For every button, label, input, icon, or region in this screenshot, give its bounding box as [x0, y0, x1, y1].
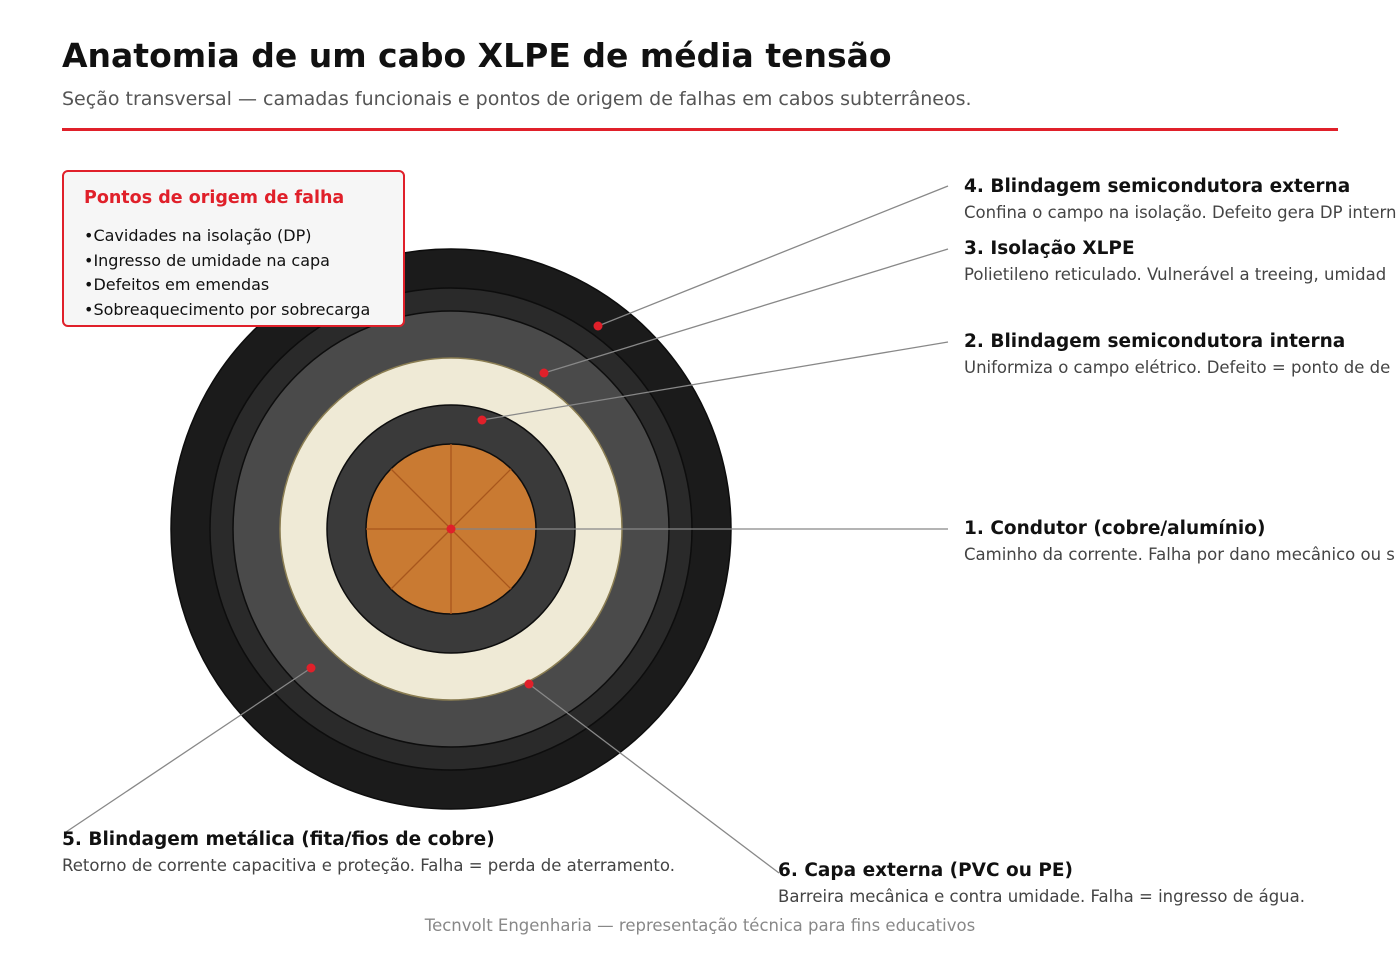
- legend-title: Pontos de origem de falha: [84, 188, 345, 208]
- leader-line: [597, 185, 949, 327]
- footer-note: Tecnvolt Engenharia — representação técn…: [424, 916, 976, 935]
- leader-lines: [65, 185, 949, 874]
- leader-line: [481, 341, 949, 421]
- conductor-strand-line: [450, 528, 512, 590]
- leader-line: [543, 248, 949, 374]
- conductor-strand-line: [450, 468, 512, 530]
- fault-origin-marker: [477, 415, 487, 425]
- callout-description: Barreira mecânica e contra umidade. Falh…: [778, 887, 1305, 906]
- callout-inner-semicon: 2. Blindagem semicondutora interna Unifo…: [964, 330, 1390, 380]
- leader-line: [528, 683, 780, 874]
- callout-title: 4. Blindagem semicondutora externa: [964, 176, 1351, 197]
- page-subtitle: Seção transversal — camadas funcionais e…: [62, 88, 972, 110]
- callout-outer-jacket: 6. Capa externa (PVC ou PE) Barreira mec…: [778, 859, 1305, 909]
- conductor-strand-line: [390, 468, 452, 530]
- legend-item: Defeitos em emendas: [84, 273, 370, 298]
- callout-description: Polietileno reticulado. Vulnerável a tre…: [964, 265, 1387, 284]
- callout-description: Confina o campo na isolação. Defeito ger…: [964, 203, 1397, 222]
- callout-title: 2. Blindagem semicondutora interna: [964, 331, 1346, 352]
- legend-item: Ingresso de umidade na capa: [84, 249, 370, 274]
- legend-item: Cavidades na isolação (DP): [84, 224, 370, 249]
- fault-markers: [306, 321, 603, 689]
- page-title: Anatomia de um cabo XLPE de média tensão: [62, 36, 892, 75]
- fault-origin-marker: [306, 663, 316, 673]
- fault-origin-marker: [539, 368, 549, 378]
- fault-origins-legend: Pontos de origem de falha Cavidades na i…: [62, 170, 405, 327]
- callout-title: 6. Capa externa (PVC ou PE): [778, 860, 1073, 881]
- fault-origin-marker: [593, 321, 603, 331]
- title-divider: [62, 128, 1338, 131]
- fault-origin-marker: [524, 679, 534, 689]
- callout-title: 5. Blindagem metálica (fita/fios de cobr…: [62, 829, 495, 850]
- callout-title: 3. Isolação XLPE: [964, 238, 1135, 259]
- callout-description: Caminho da corrente. Falha por dano mecâ…: [964, 545, 1395, 564]
- fault-origin-marker: [446, 524, 456, 534]
- callout-conductor: 1. Condutor (cobre/alumínio) Caminho da …: [964, 517, 1395, 567]
- legend-list: Cavidades na isolação (DP) Ingresso de u…: [84, 224, 370, 323]
- callout-xlpe-insulation: 3. Isolação XLPE Polietileno reticulado.…: [964, 237, 1386, 287]
- callout-outer-semicon: 4. Blindagem semicondutora externa Confi…: [964, 175, 1396, 225]
- legend-item: Sobreaquecimento por sobrecarga: [84, 298, 370, 323]
- callout-description: Retorno de corrente capacitiva e proteçã…: [62, 856, 675, 875]
- conductor-strand-line: [390, 528, 452, 590]
- callout-metallic-shield: 5. Blindagem metálica (fita/fios de cobr…: [62, 828, 675, 878]
- callout-title: 1. Condutor (cobre/alumínio): [964, 518, 1266, 539]
- leader-line: [65, 667, 312, 833]
- callout-description: Uniformiza o campo elétrico. Defeito = p…: [964, 358, 1391, 377]
